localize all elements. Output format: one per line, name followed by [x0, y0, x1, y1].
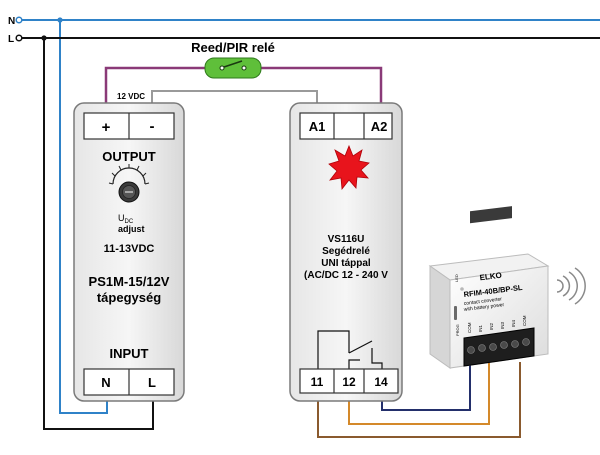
relay-feature: UNI táppal — [321, 258, 371, 269]
psu-adjust-word: adjust — [118, 224, 145, 234]
module-pin-labels: COM IN1 IN2 IN3 IN4 COM — [467, 315, 527, 333]
psu-output-label: OUTPUT — [102, 149, 156, 164]
module-pin-label: COM — [522, 315, 527, 326]
reed-switch-body — [204, 57, 262, 79]
n-label: N — [8, 16, 15, 27]
relay-terminal-block-top — [299, 112, 393, 140]
reed-switch-label: Reed/PIR relé — [191, 40, 275, 55]
line-labels: N L — [8, 16, 63, 45]
n-junction-dot — [57, 17, 63, 23]
module-screw — [489, 343, 497, 351]
adjust-knob-icon — [108, 164, 150, 203]
l-label: L — [8, 34, 14, 45]
psu-model: PS1M-15/12V — [89, 274, 170, 289]
relay-model: VS116U — [328, 234, 365, 245]
module-led-label: LED — [454, 274, 459, 282]
module-screw — [467, 346, 475, 354]
psu-minus-terminal: - — [150, 118, 155, 135]
relay-terminal-block-bottom — [299, 368, 399, 394]
l-junction-dot — [41, 35, 47, 41]
l-terminal-dot — [15, 34, 23, 42]
module-side-face — [429, 265, 451, 369]
power-supply: 12 VDC + - OUTPUT UDC adjust — [73, 92, 185, 402]
relay-voltage: (AC/DC 12 - 240 V — [304, 270, 388, 281]
relay-terminal-14: 14 — [374, 375, 388, 389]
module-pin-label: IN2 — [489, 323, 494, 331]
module-brand-logo: ELKO — [479, 271, 502, 283]
psu-name: tápegység — [97, 290, 161, 305]
relay-terminal-11: 11 — [311, 375, 324, 389]
dc-plus-wire — [104, 66, 206, 116]
module-desc-2: with battery power — [464, 302, 505, 313]
module-logo — [470, 206, 512, 224]
module-led-indicator — [460, 287, 464, 291]
reed-to-a2-wire — [260, 66, 383, 116]
wire-12-orange — [348, 362, 490, 425]
l-line-drop — [43, 38, 154, 430]
relay-terminal-12: 12 — [342, 375, 356, 389]
psu-body — [73, 102, 185, 402]
relay-contact-symbol — [317, 330, 383, 371]
module-prog-button — [454, 306, 457, 320]
psu-input-label: INPUT — [110, 346, 149, 361]
relay-a2-terminal: A2 — [371, 119, 388, 134]
module-screw — [500, 341, 508, 349]
module-desc-1: contact converter — [464, 296, 503, 307]
relay-a1-terminal: A1 — [309, 119, 326, 134]
wires — [22, 19, 600, 438]
psu-voltage-tag: 12 VDC — [117, 92, 145, 101]
module-pin-label: COM — [467, 322, 472, 333]
psu-l-terminal: L — [148, 375, 156, 390]
module-screw — [478, 344, 486, 352]
reed-switch: Reed/PIR relé — [191, 40, 275, 79]
module-pin-label: IN4 — [511, 320, 516, 328]
relay-vs116u: A1 A2 VS116U Segédrelé UNI táppal (AC/DC… — [289, 102, 403, 402]
psu-voltage-range: 11-13VDC — [104, 243, 155, 255]
psu-n-terminal: N — [101, 375, 110, 390]
module-pin-label: IN1 — [478, 325, 483, 333]
reed-contact-left — [219, 65, 225, 71]
rfim-module: ELKO RFIM-40B/BP-SL contact converter wi… — [428, 206, 586, 369]
n-terminal-dot — [15, 16, 23, 24]
module-screw — [511, 340, 519, 348]
wire-11-brown — [317, 362, 521, 438]
relay-body — [289, 102, 403, 402]
module-pin-label: IN3 — [500, 322, 505, 330]
reed-contact-right — [241, 65, 247, 71]
psu-plus-terminal: + — [102, 119, 111, 136]
module-prog-label: PROG — [455, 324, 460, 336]
relay-name: Segédrelé — [322, 246, 370, 257]
module-screws — [467, 338, 530, 354]
relay-active-led-icon — [328, 144, 370, 191]
reed-contact-blade — [223, 60, 243, 68]
module-screw — [522, 338, 530, 346]
psu-adjust-label: UDC — [118, 213, 134, 225]
wireless-signal-icon — [556, 267, 586, 305]
module-terminal-strip — [463, 327, 535, 367]
